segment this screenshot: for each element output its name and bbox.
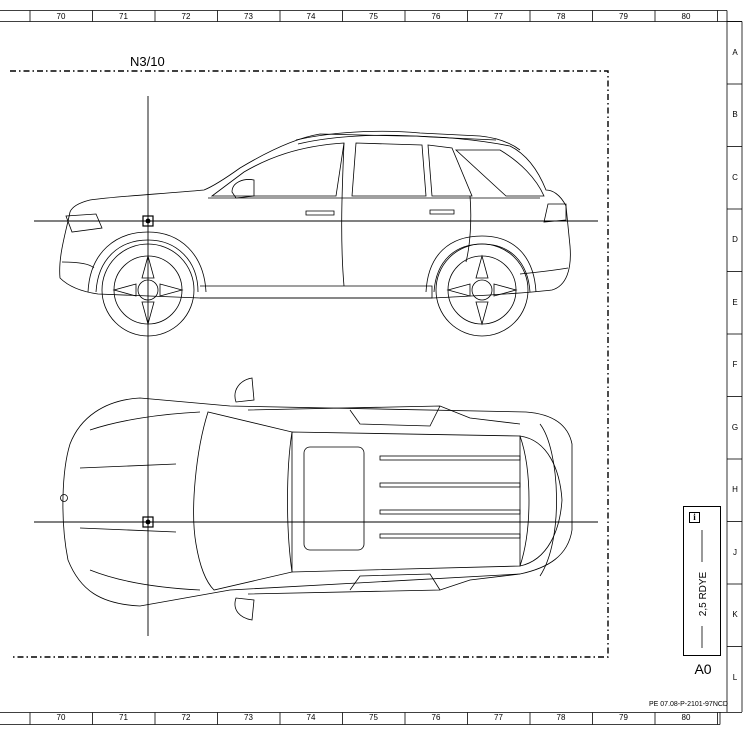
grid-column-label: 77	[494, 713, 503, 722]
grid-column-label: 73	[244, 12, 253, 21]
grid-column-label: 78	[556, 12, 566, 21]
grid-row-label: F	[732, 360, 738, 370]
grid-column-label: 74	[306, 12, 316, 21]
sheet-frame	[0, 10, 743, 725]
grid-row-label: A	[732, 47, 738, 57]
grid-column-label: 75	[369, 12, 378, 21]
grid-column-label: 74	[306, 713, 316, 722]
grid-column-label: 71	[119, 12, 128, 21]
legend-text: 2,5 RDYE	[697, 562, 711, 626]
vehicle-top-view	[60, 377, 573, 621]
detail-boundary	[10, 70, 609, 658]
grid-row-label: B	[732, 110, 738, 120]
grid-row-label: L	[732, 672, 738, 682]
sheet-size: A0	[694, 661, 712, 677]
grid-column-label: 70	[56, 713, 66, 722]
grid-column-label: 72	[181, 713, 191, 722]
grid-row-label: H	[732, 485, 738, 495]
info-icon: i	[689, 512, 700, 523]
grid-column-label: 71	[119, 713, 128, 722]
grid-row-label: K	[732, 610, 738, 620]
grid-column-label: 80	[681, 12, 691, 21]
drawing-number: PE 07.08-P-2101-97NCD	[649, 701, 728, 708]
grid-column-label: 70	[56, 12, 66, 21]
measuring-lines	[34, 96, 598, 636]
component-callout: N3/10	[130, 54, 165, 69]
grid-column-label: 75	[369, 713, 378, 722]
grid-column-label: 76	[431, 12, 441, 21]
grid-column-label: 80	[681, 713, 691, 722]
grid-row-label: C	[732, 172, 738, 182]
vehicle-side-view	[59, 130, 571, 337]
grid-column-label: 73	[244, 713, 253, 722]
grid-column-label: 79	[619, 12, 628, 21]
grid-column-label: 77	[494, 12, 503, 21]
grid-row-label: J	[733, 547, 737, 557]
grid-column-label: 79	[619, 713, 628, 722]
grid-row-label: G	[731, 422, 739, 432]
grid-column-label: 72	[181, 12, 191, 21]
grid-row-label: D	[732, 235, 738, 245]
legend-box	[683, 506, 721, 656]
grid-column-label: 78	[556, 713, 566, 722]
grid-column-label: 76	[431, 713, 441, 722]
grid-row-label: E	[732, 297, 738, 307]
